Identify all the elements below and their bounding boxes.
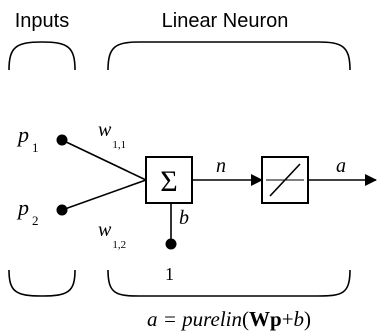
neuron-bottom-bracket xyxy=(107,269,351,297)
neuron-header: Linear Neuron xyxy=(162,10,289,32)
net-input-label: n xyxy=(216,155,226,177)
summation-block xyxy=(145,156,193,204)
output-equation: a = purelin(Wp+b) xyxy=(147,307,311,331)
output-label: a xyxy=(336,155,346,177)
bias-input-node xyxy=(165,238,177,250)
inputs-bottom-bracket xyxy=(8,269,76,297)
inputs-header: Inputs xyxy=(15,10,69,32)
neuron-top-bracket xyxy=(107,41,351,71)
weight-w11-label: w1,1 xyxy=(98,119,126,151)
bias-label: b xyxy=(179,207,189,229)
bias-input-value: 1 xyxy=(165,264,174,284)
weight-w12-line xyxy=(61,179,147,211)
inputs-top-bracket xyxy=(8,41,76,71)
summation-symbol: Σ xyxy=(160,165,177,198)
weight-w12-label: w1,2 xyxy=(98,219,126,251)
input-p1-label: p1 xyxy=(16,122,39,155)
weight-w11-line xyxy=(61,139,147,181)
input-p2-label: p2 xyxy=(16,195,39,228)
